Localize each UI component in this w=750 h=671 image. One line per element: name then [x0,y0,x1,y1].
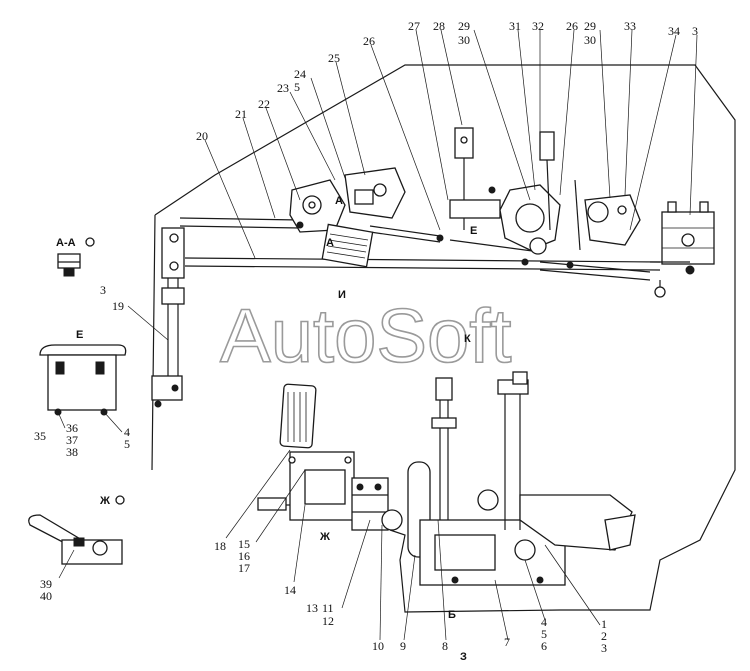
marker-i: И [338,289,346,301]
marker-a1: А [335,195,343,207]
callout-3-bottom: 3 [601,641,607,655]
lever-bracket [351,477,403,531]
callout-4-bottom: 4 [541,615,547,629]
callout-19: 19 [112,299,124,313]
callout-5-bottom: 5 [541,627,547,641]
callout-11: 11 [322,601,334,615]
view-title-e: Е [76,329,83,341]
callout-2: 2 [601,629,607,643]
callout-26: 26 [363,34,375,48]
callout-17: 17 [238,561,250,575]
callout-7: 7 [504,635,510,649]
callout-26b: 26 [566,19,578,33]
callout-40: 40 [40,589,52,603]
callout-18: 18 [214,539,226,553]
central-mechanism [436,127,574,269]
callout-32: 32 [532,19,544,33]
callout-3-aa: 3 [100,283,106,297]
callout-36: 36 [66,421,78,435]
accelerator-pedal [257,383,355,521]
callout-9: 9 [400,639,406,653]
callout-20: 20 [196,129,208,143]
view-title-aa: А-А [56,237,76,249]
callout-27: 27 [408,19,420,33]
callout-23: 23 [277,81,289,95]
view-zh-detail [28,495,125,565]
callout-34: 34 [668,24,680,38]
view-aa-detail [57,237,95,277]
callout-22: 22 [258,97,270,111]
upper-bracket-assembly [289,167,406,268]
callout-8: 8 [442,639,448,653]
callout-16: 16 [238,549,250,563]
callout-1: 1 [601,617,607,631]
callout-5-top: 5 [294,80,300,94]
callout-38: 38 [66,445,78,459]
callout-30: 30 [458,33,470,47]
callout-29b: 29 [584,19,596,33]
callout-37: 37 [66,433,78,447]
cab-floor-outline [151,64,736,613]
callout-31: 31 [509,19,521,33]
marker-zh: Ж [319,531,330,543]
callout-29: 29 [458,19,470,33]
callout-6: 6 [541,639,547,653]
callout-28: 28 [433,19,445,33]
view-e-detail [39,344,127,416]
callout-14: 14 [284,583,296,597]
callout-3-top: 3 [692,24,698,38]
callout-25: 25 [328,51,340,65]
marker-a2: А [326,237,334,249]
callout-24: 24 [294,67,306,81]
marker-b: Б [448,609,456,621]
callout-30b: 30 [584,33,596,47]
lower-control-block [419,371,636,586]
callout-10: 10 [372,639,384,653]
marker-z: З [460,651,467,663]
callout-15: 15 [238,537,250,551]
callout-4-e: 4 [124,425,130,439]
leader-lines [57,29,698,641]
callout-5-e: 5 [124,437,130,451]
callout-33: 33 [624,19,636,33]
view-title-zh: Ж [99,495,110,507]
callout-35: 35 [34,429,46,443]
callout-39: 39 [40,577,52,591]
callout-13: 13 [306,601,318,615]
callout-12: 12 [322,614,334,628]
right-mechanism [574,179,715,298]
marker-k: К [464,333,471,345]
callout-21: 21 [235,107,247,121]
marker-e: Е [470,225,477,237]
watermark: AutoSoft [220,294,512,379]
upper-rods [179,217,661,281]
vertical-rod-19 [151,227,185,408]
